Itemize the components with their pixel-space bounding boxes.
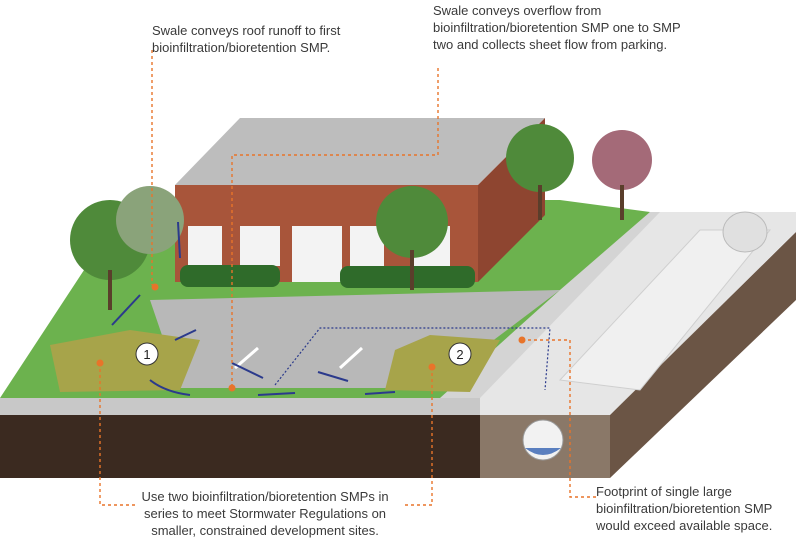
callout-roof-swale: Swale conveys roof runoff to first bioin… (152, 22, 402, 56)
window-2 (240, 226, 280, 266)
leader-dots (96, 283, 526, 392)
window-1 (188, 226, 222, 266)
door (292, 226, 342, 282)
smp-1-marker (135, 342, 159, 366)
shrub-bed-left (180, 265, 280, 287)
callout-overflow-swale: Swale conveys overflow from bioinfiltrat… (433, 2, 723, 53)
callout-line: two and collects sheet flow from parking… (433, 37, 668, 52)
callout-line: smaller, constrained development sites. (151, 523, 379, 538)
pipe-water (525, 448, 561, 455)
callout-line: bioinfiltration/bioretention SMP one to … (433, 20, 681, 35)
callout-line: would exceed available space. (596, 518, 773, 533)
trench-right-side (610, 232, 796, 478)
smp-2-marker (448, 342, 472, 366)
soil-front (0, 415, 480, 478)
storage-pipe (558, 229, 772, 391)
smp-2-label: 2 (456, 347, 463, 362)
storage-pipe-end (722, 211, 768, 253)
smp-footprint-outline (274, 327, 551, 391)
callout-line: Use two bioinfiltration/bioretention SMP… (141, 489, 389, 504)
building-roof (175, 118, 545, 185)
callout-line: Swale conveys overflow from (433, 3, 602, 18)
callout-line: bioinfiltration/bioretention SMP. (152, 40, 331, 55)
callout-line: Swale conveys roof runoff to first (152, 23, 341, 38)
leader-lines (99, 50, 596, 506)
smp-garden-2 (385, 335, 500, 392)
callout-line: series to meet Stormwater Regulations on (143, 506, 387, 521)
parking-stripes (234, 346, 364, 370)
sidewalk-front (0, 398, 480, 415)
smp-garden-1 (50, 330, 200, 392)
shrub-bed-right (340, 266, 475, 288)
callout-footprint: Footprint of single large bioinfiltratio… (596, 483, 796, 534)
callout-line: Footprint of single large (596, 484, 732, 499)
trees (70, 124, 652, 310)
callout-two-smps: Use two bioinfiltration/bioretention SMP… (120, 488, 410, 539)
callout-line: bioinfiltration/bioretention SMP (596, 501, 773, 516)
flow-arrows (111, 221, 396, 396)
smp-1-label: 1 (143, 347, 150, 362)
